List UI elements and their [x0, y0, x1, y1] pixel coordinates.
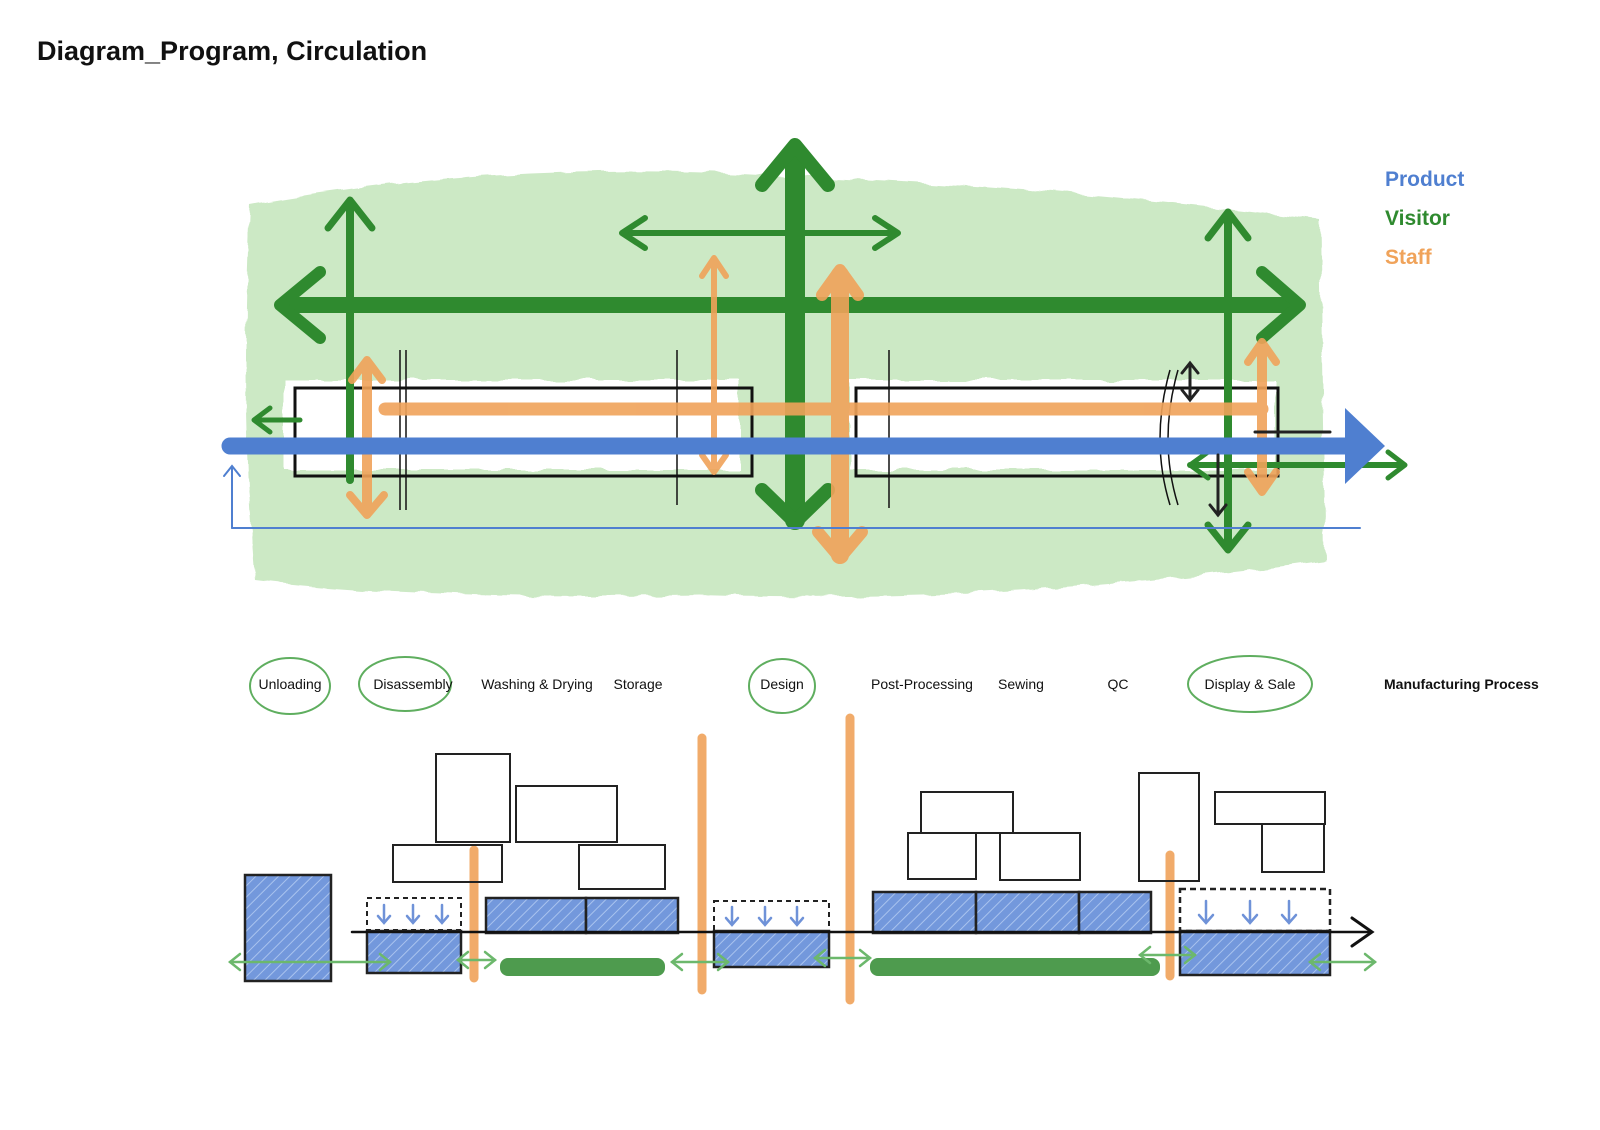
process-label: Manufacturing Process [1384, 676, 1539, 692]
visitor-paths [251, 138, 1408, 554]
stage-label-washing-drying: Washing & Drying [481, 676, 593, 692]
visitor-strip [227, 945, 1378, 976]
legend-staff: Staff [1385, 246, 1432, 269]
visitor-zone [246, 171, 1325, 597]
stage-label-disassembly: Disassembly [373, 676, 453, 692]
stage-label-qc: QC [1107, 676, 1129, 692]
stage-label-display-sale: Display & Sale [1204, 676, 1296, 692]
stage-label-storage: Storage [613, 676, 663, 692]
product-blocks [243, 873, 1332, 983]
program-blocks-upper [392, 753, 1326, 890]
stage-label-unloading: Unloading [258, 676, 322, 692]
legend-product: Product [1385, 168, 1465, 191]
staff-vertical-arrows-black [1180, 360, 1332, 518]
stage-label-sewing: Sewing [998, 676, 1044, 692]
building-outline-left [293, 350, 754, 510]
page-title: Diagram_Program, Circulation [37, 36, 428, 66]
stage-circles [249, 655, 1313, 715]
stage-label-post-processing: Post-Processing [871, 676, 973, 692]
legend-visitor: Visitor [1385, 207, 1450, 230]
process-axis [350, 916, 1375, 948]
product-path [221, 408, 1385, 529]
stage-label-design: Design [760, 676, 804, 692]
